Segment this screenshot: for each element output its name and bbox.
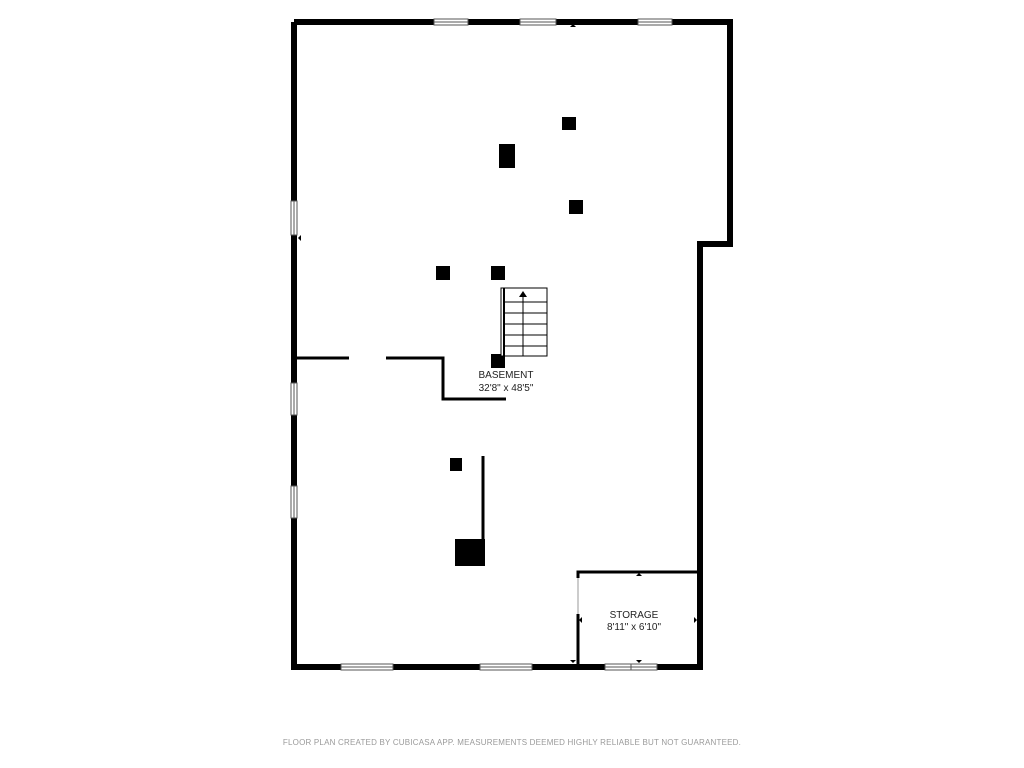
column (436, 266, 450, 280)
exterior-wall-outline (291, 19, 733, 670)
staircase (500, 287, 548, 357)
mechanical-unit (455, 539, 485, 566)
window-top-3 (637, 18, 673, 26)
window-top-1 (433, 18, 469, 26)
window-left-2 (290, 382, 298, 416)
window-bottom-3 (604, 663, 658, 671)
wall-markers (298, 24, 697, 663)
column (491, 354, 505, 368)
support-columns (436, 117, 583, 566)
storage-wall (576, 570, 698, 664)
window-bottom-1 (340, 663, 394, 671)
window-bottom-2 (479, 663, 533, 671)
storage-room-dimensions: 8'11" x 6'10" (607, 622, 662, 633)
column (562, 117, 576, 130)
window-top-2 (519, 18, 557, 26)
window-left-1 (290, 200, 298, 236)
storage-room-name: STORAGE (610, 610, 659, 621)
stair-direction-arrow-icon (519, 291, 527, 297)
windows (290, 18, 673, 671)
basement-room-dimensions: 32'8" x 48'5" (479, 383, 534, 394)
basement-room-name: BASEMENT (478, 370, 533, 381)
column (569, 200, 583, 214)
column (491, 266, 505, 280)
column (499, 144, 515, 168)
storage-door (576, 578, 580, 614)
interior-wall-stair-enclosure (386, 356, 506, 401)
floor-plan-disclaimer: FLOOR PLAN CREATED BY CUBICASA APP. MEAS… (283, 738, 741, 747)
exterior-walls (291, 19, 733, 670)
column (450, 458, 462, 471)
window-left-3 (290, 485, 298, 519)
